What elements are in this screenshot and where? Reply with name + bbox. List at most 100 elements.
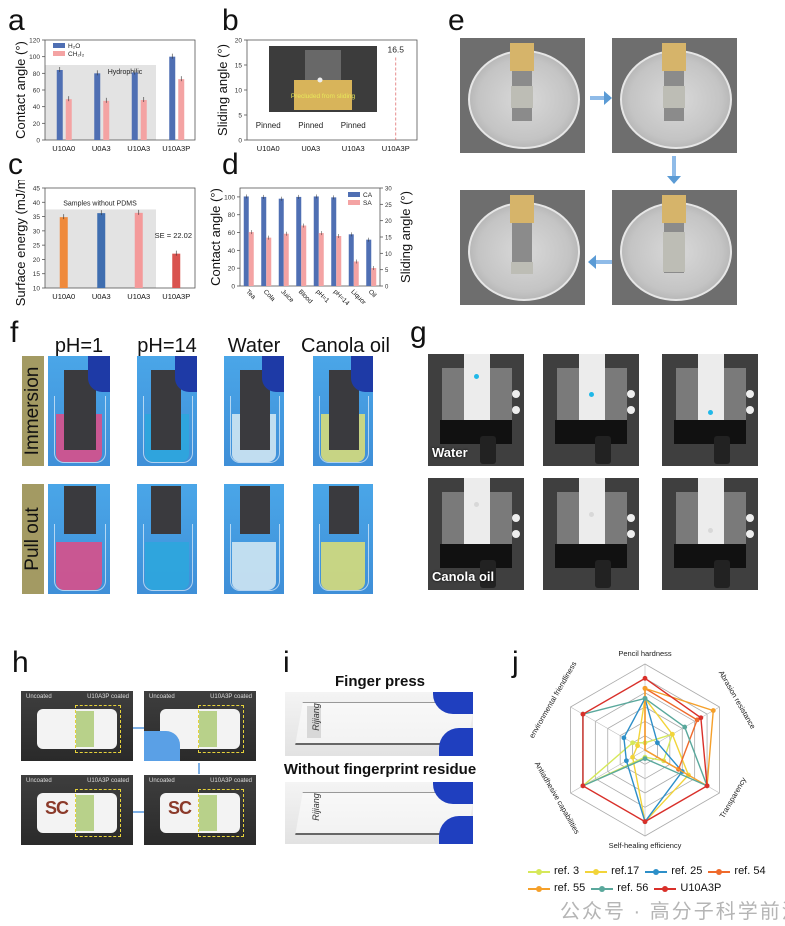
radar-point [698, 715, 704, 721]
legend-item: ref. 54 [708, 865, 766, 877]
stage-photo-1-0 [428, 478, 524, 590]
panel-label-a: a [8, 4, 25, 37]
side-knob [627, 530, 635, 538]
legend-line-icon [528, 868, 550, 875]
radar-point [630, 740, 635, 746]
without-fingerprint-title: Without fingerprint residue [283, 761, 477, 778]
bar-Juice-SA [283, 233, 289, 286]
glove-bottom [439, 728, 473, 756]
dirt-particles [663, 86, 685, 108]
coated-label: U10A3P coated [87, 694, 129, 700]
coated-plate [151, 486, 181, 534]
arrow-left-icon [588, 255, 596, 269]
stage-photo-0-2 [662, 354, 758, 466]
legend-dot-icon [716, 868, 723, 875]
radar-point [642, 696, 648, 701]
radar-point [642, 819, 648, 825]
side-knob [746, 390, 754, 398]
x-tick-label: U10A3 [127, 292, 150, 301]
legend-dot-icon [536, 885, 542, 892]
glove [175, 356, 197, 392]
y-tick-label: 80 [33, 71, 41, 78]
legend-dot-icon [662, 885, 669, 892]
x-tick-label: pH=1 [314, 288, 330, 304]
radar-point [580, 783, 586, 789]
bar-U10A0 [59, 217, 68, 288]
y-tick-label: 120 [29, 38, 40, 45]
panel-label-e: e [448, 4, 465, 37]
panel-label-d: d [222, 148, 239, 181]
legend-item: ref. 3 [528, 866, 579, 877]
arrow-right-icon [133, 727, 144, 729]
legend-item: ref. 55 [528, 883, 585, 894]
y2-tick-label: 5 [385, 268, 389, 274]
glass-slide [464, 354, 490, 420]
y-tick-label: 20 [33, 257, 41, 264]
slide-label: Rijiang [310, 703, 321, 731]
y-axis-label: Contact angle (°) [208, 188, 223, 286]
radar-axis-label: Antiadhesive capabilities [533, 760, 582, 836]
bar-Oil-CA [366, 239, 372, 286]
x-tick-label: U10A3P [162, 292, 190, 301]
bar-Cola-SA [266, 237, 272, 286]
y2-tick-label: 15 [385, 236, 392, 242]
wood-block [662, 195, 686, 223]
micrometer-knob [480, 560, 496, 588]
legend-label: ref. 54 [734, 865, 766, 877]
glove [351, 356, 373, 392]
coated-plate [64, 486, 96, 534]
hydrophilic-annotation: Hydrophilic [108, 69, 143, 76]
legend-line-icon [645, 868, 668, 875]
glove-top [433, 692, 473, 714]
plot-frame [44, 187, 196, 289]
panel-label-g: g [410, 316, 427, 349]
annotation: Samples without PDMS [63, 200, 137, 207]
dish-photo-3 [460, 190, 585, 305]
radar-point [630, 754, 635, 760]
y-axis-label: Surface energy (mJ/m²) [13, 180, 28, 306]
marker-text: SC [45, 798, 69, 818]
legend-dot-icon [536, 868, 542, 875]
bar-U10A0-1 [65, 99, 72, 140]
y-tick-label: 15 [33, 271, 41, 278]
legend-label: ref. 55 [554, 882, 586, 894]
row-label-1: Canola oil [432, 569, 495, 584]
y-tick-label: 60 [33, 88, 41, 95]
legend-line-icon [708, 868, 731, 875]
arrow-right-icon [604, 91, 612, 105]
y-tick-label: 5 [238, 113, 242, 120]
radar-point [621, 735, 627, 741]
radar-point [642, 675, 648, 681]
glass-slide [698, 354, 724, 420]
y-tick-label: 20 [33, 121, 41, 128]
glass-slide [464, 478, 490, 544]
radar-axis-label: Pencil hardness [618, 649, 672, 658]
liquid-photo-0-3 [313, 356, 373, 466]
bar-Blood-SA [301, 225, 307, 286]
arrow-left-shaft [596, 260, 612, 264]
row-label-text: Pull out [22, 507, 43, 571]
arrow-down-icon [667, 176, 681, 184]
y-tick-label: 20 [235, 38, 243, 45]
legend-label: ref. 25 [671, 865, 703, 877]
wood-block [510, 195, 534, 223]
micrometer-knob [714, 560, 730, 588]
y-tick-label: 30 [33, 228, 41, 235]
side-knob [512, 530, 520, 538]
y2-tick-label: 0 [385, 285, 389, 291]
droplet [474, 502, 479, 507]
bar-U10A0-0 [56, 70, 63, 140]
side-knob [627, 390, 635, 398]
y2-tick-label: 20 [385, 219, 392, 225]
y2-axis-label: Sliding angle (°) [398, 191, 413, 283]
droplet [708, 410, 713, 415]
bar-U10A3P-0 [169, 56, 176, 140]
radar-point [642, 685, 648, 691]
finger-press-photo: Rijiang [285, 692, 473, 756]
plant-image [199, 795, 217, 831]
